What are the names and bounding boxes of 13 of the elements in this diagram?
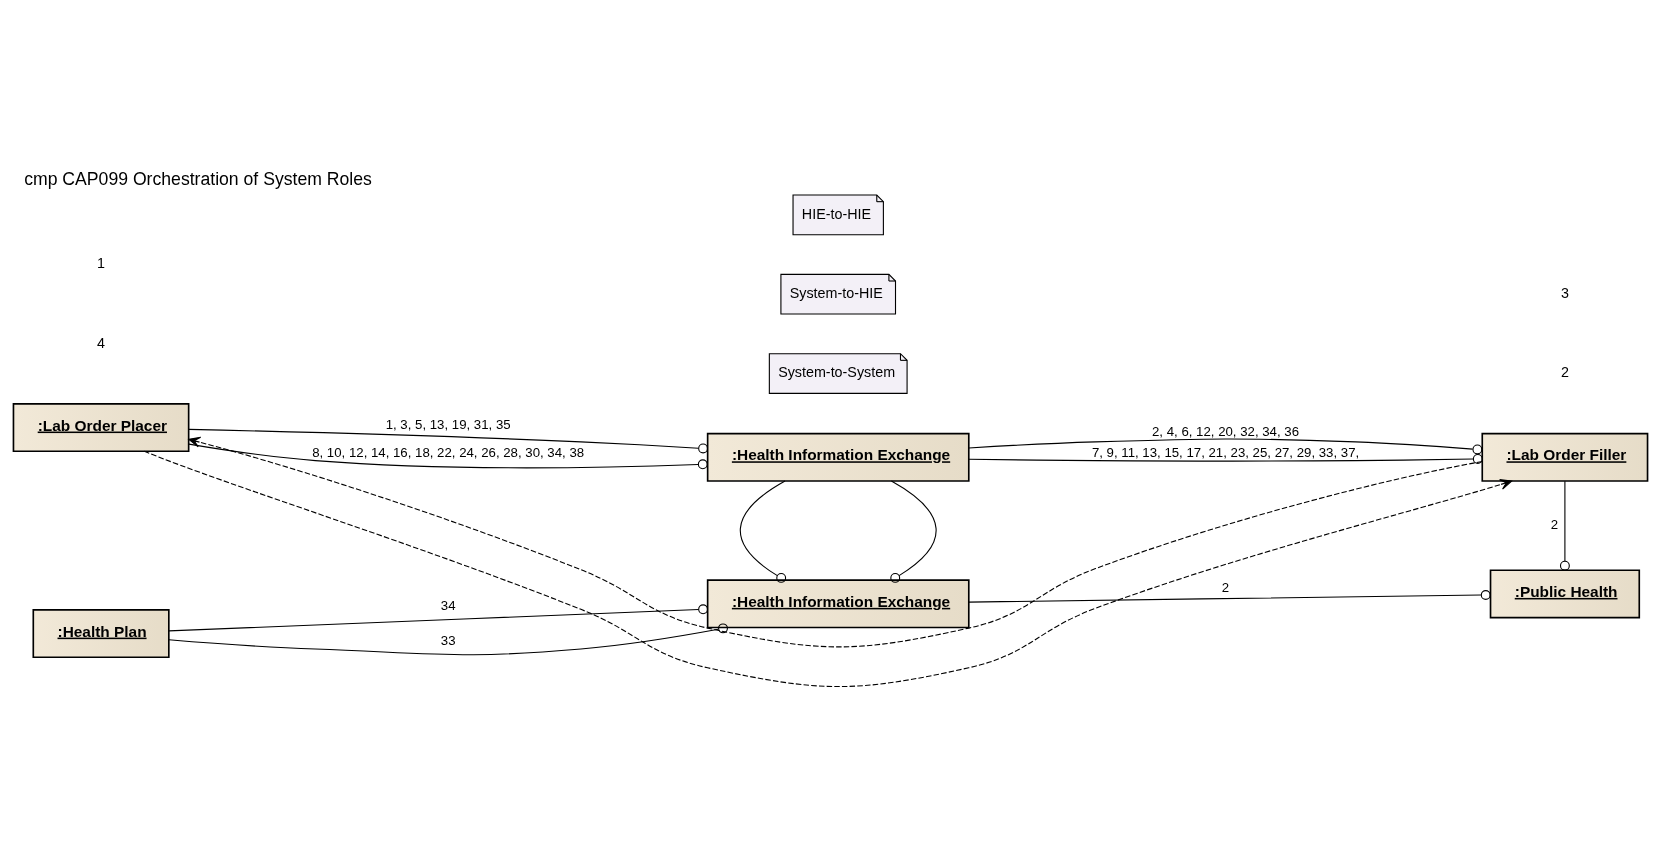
label: 4 (96, 334, 105, 351)
label: 3 (1560, 284, 1569, 301)
edge-label: 2, 4, 6, 12, 20, 32, 34, 36 (1151, 423, 1299, 439)
edge-label: 34 (440, 597, 456, 613)
edge-label: 2 (1221, 579, 1229, 595)
label: 1 (96, 254, 105, 271)
edge-label: 2 (1550, 516, 1558, 532)
label: 2 (1560, 363, 1569, 380)
edge-label: 7, 9, 11, 13, 15, 17, 21, 23, 25, 27, 29, 33, 37, (1091, 444, 1359, 460)
diagram-title: cmp CAP099 Orchestration of System Roles (23, 168, 372, 189)
edge-label: 33 (440, 632, 456, 648)
edge-label: 1, 3, 5, 13, 19, 31, 35 (385, 416, 511, 432)
edge-label: 8, 10, 12, 14, 16, 18, 22, 24, 26, 28, 30, 34, 38 (311, 444, 584, 460)
